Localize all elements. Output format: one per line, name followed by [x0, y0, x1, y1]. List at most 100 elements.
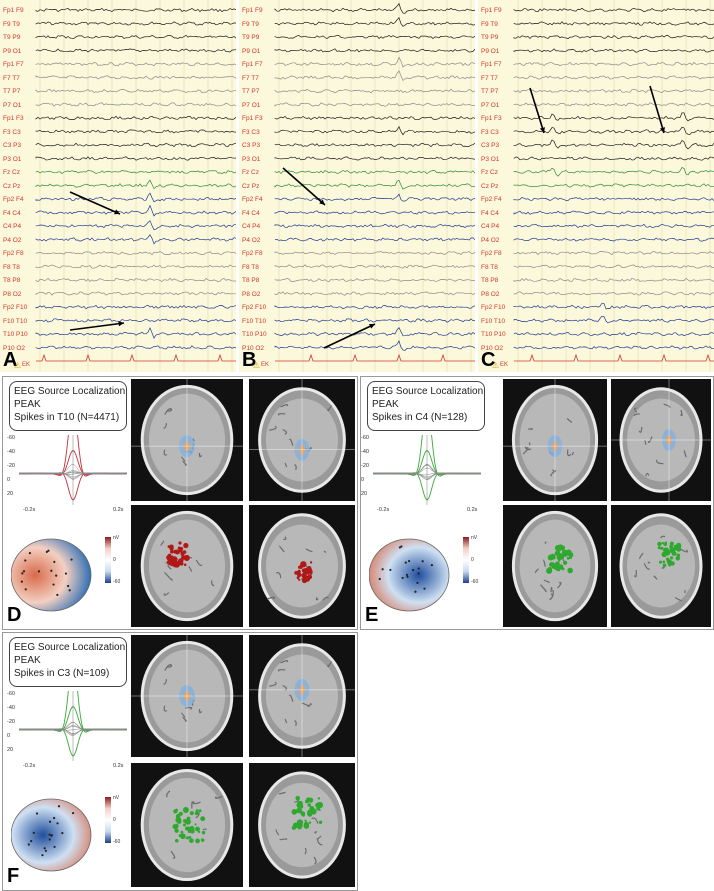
channel-label: P4 O2: [242, 237, 260, 244]
channel-label: Fp2 F8: [242, 250, 263, 257]
channel-label: P9 O1: [242, 48, 260, 55]
colorbar-top-label: nV: [113, 535, 119, 541]
spike-dipole: [302, 577, 306, 581]
y-tick-label: 0: [7, 733, 10, 739]
electrode-dot: [48, 834, 50, 836]
electrode-dot: [21, 572, 23, 574]
head-outline: [369, 539, 449, 611]
y-tick-label: 20: [7, 491, 13, 497]
colorbar-mid-label: 0: [113, 817, 116, 823]
channel-label: T7 P7: [481, 88, 498, 95]
spike-dipole: [190, 811, 194, 815]
channel-label: Fp2 F4: [242, 196, 263, 203]
electrode-dot: [25, 588, 27, 590]
spike-dipole: [189, 826, 194, 831]
channel-label: T7 P7: [3, 88, 20, 95]
channel-label: C4 P4: [3, 223, 21, 230]
y-tick-label: 20: [361, 491, 367, 497]
butterfly-waveform: [373, 435, 481, 505]
channel-label: F8 T8: [3, 264, 20, 271]
sulcus: [662, 567, 664, 568]
channel-label: F10 T10: [242, 318, 266, 325]
sulcus: [203, 829, 206, 830]
electrode-dot: [53, 561, 55, 563]
y-tick-label: -20: [361, 463, 369, 469]
electrode-dot: [45, 850, 47, 852]
channel-label: P9 O1: [481, 48, 499, 55]
spike-dipole: [186, 836, 189, 839]
channel-label: C3 P3: [242, 142, 260, 149]
spikes-label: Spikes in C4 (N=128): [372, 411, 480, 424]
spike-dipole: [183, 807, 189, 813]
spike-dipole: [661, 552, 666, 557]
spike-dipole: [657, 542, 661, 546]
channel-label: T9 P9: [481, 34, 498, 41]
spike-dipole: [310, 806, 312, 808]
spike-dipole: [173, 809, 177, 813]
electrode-dot: [36, 812, 38, 814]
channel-label: C4 P4: [242, 223, 260, 230]
colorbar-top-label: nV: [113, 795, 119, 801]
scalp-topomap: [11, 793, 151, 879]
source-subtitle: PEAK: [14, 398, 122, 411]
mri-image: [249, 505, 355, 627]
channel-label: P7 O1: [481, 102, 499, 109]
y-tick-label: 0: [361, 477, 364, 483]
spikes-label: Spikes in T10 (N=4471): [14, 411, 122, 424]
spike-dipole: [195, 827, 200, 832]
mri-image: [249, 635, 355, 757]
channel-label: Fp1 F9: [481, 7, 502, 14]
spike-dipole: [172, 824, 177, 829]
electrode-dot: [414, 591, 416, 593]
channel-label: T8 P8: [481, 277, 498, 284]
electrode-dot: [418, 567, 420, 569]
mri-image: [131, 505, 243, 627]
source-subtitle: PEAK: [14, 654, 122, 667]
channel-label: F9 T9: [481, 21, 498, 28]
ekg-label: EK: [500, 362, 508, 368]
spike-dipole: [309, 570, 313, 574]
source-title: EEG Source Localization: [14, 641, 122, 654]
spike-dipole: [183, 543, 188, 548]
source-title-box: EEG Source Localization PEAK Spikes in C…: [367, 381, 485, 431]
colorbar-bottom-label: -60: [471, 579, 478, 585]
channel-label: Fp1 F3: [481, 115, 502, 122]
channel-label: T8 P8: [242, 277, 259, 284]
electrode-dot: [53, 817, 55, 819]
y-tick-label: -60: [7, 435, 15, 441]
electrode-dot: [382, 568, 384, 570]
spike-dipole: [195, 811, 199, 815]
electrode-dot: [67, 585, 69, 587]
spike-dipole: [292, 809, 298, 815]
spike-dipole: [663, 542, 667, 546]
mri-image: [503, 505, 607, 627]
spike-dipole: [174, 829, 178, 833]
electrode-dot: [423, 588, 425, 590]
electrode-dot: [389, 569, 391, 571]
spike-dipole: [670, 556, 673, 559]
arrow-line: [324, 324, 375, 348]
source-panel-f: EEG Source Localization PEAK Spikes in C…: [2, 632, 358, 891]
source-title: EEG Source Localization: [14, 385, 122, 398]
channel-label: T9 P9: [242, 34, 259, 41]
spike-dipole: [556, 546, 561, 551]
spike-dipole: [199, 809, 202, 812]
mri-slice: [249, 379, 355, 501]
mri-slice: [131, 379, 243, 501]
channel-label: Cz Pz: [3, 183, 20, 190]
butterfly-waveform: [19, 435, 127, 505]
spike-dipole: [670, 547, 672, 549]
spike-dipole: [180, 831, 183, 834]
eeg-panel-a: A⚠EKFp1 F9F9 T9T9 P9P9 O1Fp1 F7F7 T7T7 P…: [0, 0, 236, 372]
channel-label: T7 P7: [242, 88, 259, 95]
electrode-dot: [29, 552, 31, 554]
electrode-dot: [38, 570, 40, 572]
electrode-dot: [416, 582, 418, 584]
spike-dipole: [549, 562, 554, 567]
ekg-label: EK: [22, 362, 30, 368]
mri-slice: [611, 379, 711, 501]
electrode-dot: [21, 581, 23, 583]
channel-label: F3 C3: [242, 129, 260, 136]
spike-dipole: [562, 567, 565, 570]
channel-label: Fp1 F7: [242, 61, 263, 68]
